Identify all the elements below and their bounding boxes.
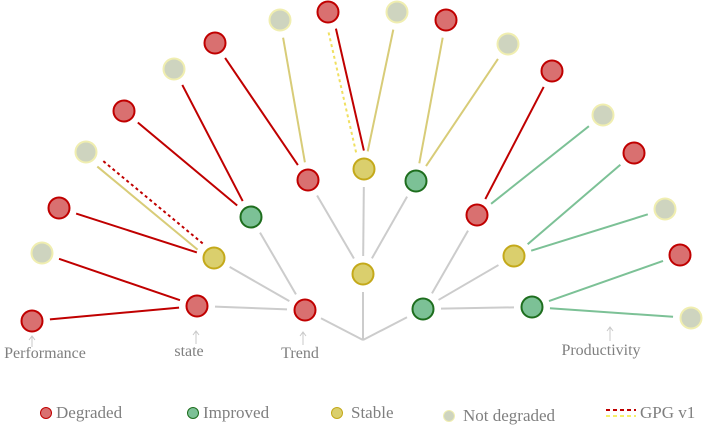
- edge-s3-p6: [181, 84, 244, 202]
- edge-s2-p4: [96, 165, 199, 251]
- edge-s1-p2: [58, 257, 181, 302]
- improved-dot-icon: [187, 407, 199, 419]
- edge-s7-p14: [490, 125, 590, 205]
- node-degraded-p17: [668, 243, 692, 267]
- legend-not-degraded: Not degraded: [443, 406, 555, 426]
- edge-t-yel-s6: [371, 196, 408, 259]
- node-improved-s6: [404, 169, 428, 193]
- node-degraded-p1: [20, 309, 44, 333]
- gpg-dashed-line-icon: [606, 409, 636, 417]
- node-degraded-s7: [465, 203, 489, 227]
- legend-stable-label: Stable: [351, 403, 394, 422]
- radial-tree-diagram: [20, 0, 703, 347]
- legend-not-degraded-label: Not degraded: [463, 406, 556, 425]
- node-degraded-s4: [296, 168, 320, 192]
- axis-arrows: [28, 326, 614, 347]
- edge-t-grn-s7: [431, 230, 469, 294]
- node-stable-s2: [202, 246, 226, 270]
- legend-stable: Stable: [331, 403, 394, 423]
- node-not_degraded-p4: [74, 140, 98, 164]
- edge-s6-p11: [418, 37, 444, 164]
- nodes: [20, 0, 703, 333]
- legend-improved: Improved: [187, 403, 269, 423]
- node-degraded-p15: [622, 141, 646, 165]
- legend-degraded-label: Degraded: [56, 403, 123, 422]
- arrow-performance: [28, 335, 36, 347]
- edge-s2-p3: [75, 212, 198, 254]
- legend-gpg-label: GPG v1: [640, 403, 696, 422]
- label-productivity: Productivity: [561, 342, 641, 359]
- edge-t-yel-s5: [362, 186, 365, 257]
- not-degraded-dot-icon: [443, 410, 455, 422]
- node-not_degraded-p6: [162, 57, 186, 81]
- node-stable-t-yel: [351, 262, 375, 286]
- edge-s5-p9: [334, 28, 365, 151]
- node-not_degraded-p16: [653, 197, 677, 221]
- edge-t-red-s3: [259, 232, 297, 295]
- node-improved-s3: [239, 205, 263, 229]
- node-not_degraded-p8: [268, 8, 292, 32]
- edge-s9-p17: [548, 260, 664, 302]
- edge-s4-p7: [224, 57, 299, 166]
- label-trend: Trend: [281, 345, 319, 362]
- edge-t-grn-s9: [440, 306, 515, 310]
- node-stable-s5: [352, 157, 376, 181]
- node-improved-s9: [520, 295, 544, 319]
- node-degraded-p11: [434, 8, 458, 32]
- legend-improved-label: Improved: [203, 403, 270, 422]
- edge-s3-p5: [137, 121, 238, 207]
- label-performance: Performance: [4, 345, 86, 362]
- edge-s7-p13: [484, 86, 545, 200]
- gpg-edge-s2-p4: [101, 159, 204, 245]
- edges: [49, 28, 674, 341]
- edge-t-red-s1: [214, 305, 288, 311]
- node-degraded-t-red: [293, 298, 317, 322]
- edge-s4-p8: [282, 37, 306, 163]
- node-not_degraded-p12: [496, 32, 520, 56]
- edge-root-t-red: [320, 317, 364, 341]
- node-stable-s8: [502, 244, 526, 268]
- degraded-dot-icon: [40, 407, 52, 419]
- edge-s1-p1: [49, 306, 180, 321]
- node-degraded-p9: [316, 0, 340, 24]
- node-degraded-p3: [47, 196, 71, 220]
- edge-t-yel-s4: [316, 195, 355, 259]
- node-improved-t-grn: [411, 297, 435, 321]
- node-not_degraded-p18: [679, 306, 703, 330]
- edge-t-grn-s8: [438, 264, 499, 301]
- node-degraded-p13: [540, 59, 564, 83]
- edge-s8-p15: [527, 163, 621, 246]
- node-degraded-s1: [185, 294, 209, 318]
- arrow-productivity: [606, 326, 614, 341]
- edge-root-t-grn: [362, 316, 408, 341]
- label-state: state: [174, 343, 204, 360]
- legend-gpg: GPG v1: [606, 403, 695, 423]
- arrow-state: [192, 330, 200, 344]
- edge-s9-p18: [549, 307, 674, 318]
- node-degraded-p7: [203, 31, 227, 55]
- node-not_degraded-p14: [591, 103, 615, 127]
- gpg-edge-s5-p9: [327, 30, 358, 153]
- node-degraded-p5: [112, 99, 136, 123]
- node-not_degraded-p2: [30, 241, 54, 265]
- edge-s5-p10: [366, 29, 395, 152]
- edge-t-red-s2: [229, 266, 290, 302]
- edge-s8-p16: [530, 213, 649, 252]
- node-not_degraded-p10: [385, 0, 409, 24]
- arrow-trend: [299, 331, 307, 345]
- stable-dot-icon: [331, 407, 343, 419]
- legend-degraded: Degraded: [40, 403, 122, 423]
- edge-s6-p12: [425, 58, 499, 167]
